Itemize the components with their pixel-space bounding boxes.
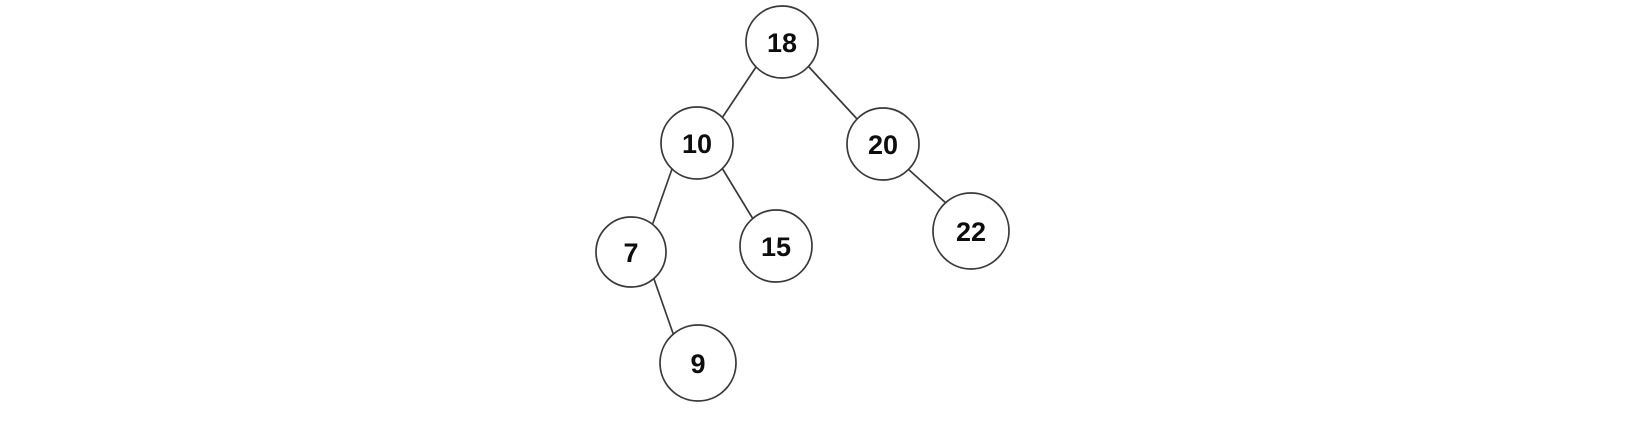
tree-node-circle-10[interactable]: [660, 106, 734, 180]
tree-node-label-22: 22: [956, 217, 986, 247]
tree-node-7[interactable]: 7: [595, 216, 667, 288]
tree-edges-layer: [652, 66, 948, 340]
tree-edge-n20-n22: [907, 168, 948, 205]
tree-node-label-18: 18: [767, 28, 797, 58]
tree-node-18[interactable]: 18: [745, 5, 819, 79]
tree-node-label-15: 15: [761, 232, 791, 262]
tree-node-circle-18[interactable]: [745, 5, 819, 79]
tree-node-label-7: 7: [623, 238, 638, 268]
tree-node-9[interactable]: 9: [659, 324, 737, 402]
tree-node-circle-9[interactable]: [659, 324, 737, 402]
tree-node-label-10: 10: [682, 129, 712, 159]
tree-node-label-9: 9: [690, 349, 705, 379]
tree-edge-n18-n20: [808, 66, 859, 121]
tree-node-20[interactable]: 20: [846, 107, 920, 181]
tree-node-label-20: 20: [868, 130, 898, 160]
tree-node-15[interactable]: 15: [739, 209, 813, 283]
tree-node-22[interactable]: 22: [932, 192, 1010, 270]
tree-node-10[interactable]: 10: [660, 106, 734, 180]
tree-edge-n7-n9: [653, 278, 676, 340]
tree-node-circle-15[interactable]: [739, 209, 813, 283]
tree-node-circle-22[interactable]: [932, 192, 1010, 270]
tree-edge-n18-n10: [721, 66, 757, 119]
tree-edge-n10-n15: [721, 167, 754, 220]
tree-nodes-layer: 18 10 20 7 15 22 9: [595, 5, 1010, 402]
tree-node-circle-7[interactable]: [595, 216, 667, 288]
tree-edge-n10-n7: [652, 168, 673, 224]
tree-node-circle-20[interactable]: [846, 107, 920, 181]
